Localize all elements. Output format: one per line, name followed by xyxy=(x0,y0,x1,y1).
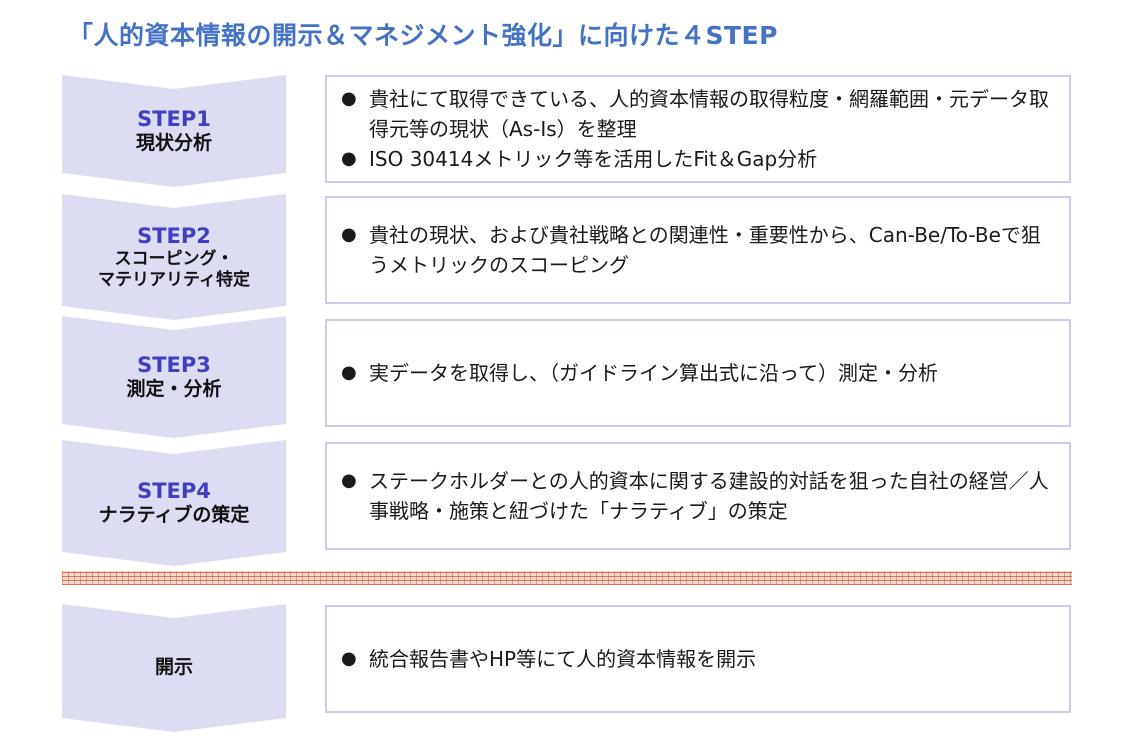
step4-bullet-1: ● ステークホルダーとの人的資本に関する建設的対話を狙った自社の経営／人事戦略・… xyxy=(341,466,1055,526)
step1-bullet-2: ● ISO 30414メトリック等を活用したFit＆Gap分析 xyxy=(341,144,1055,174)
disclosure-bullet-1-text: 統合報告書やHP等にて人的資本情報を開示 xyxy=(369,647,757,671)
step1-number: STEP1 xyxy=(137,106,211,131)
step2-bullet-1: ● 貴社の現状、および貴社戦略との関連性・重要性から、Can-Be/To-Beで… xyxy=(341,220,1055,280)
step2-description-box: ● 貴社の現状、および貴社戦略との関連性・重要性から、Can-Be/To-Beで… xyxy=(325,196,1071,304)
step2-chevron: STEP2 スコーピング・ マテリアリティ特定 xyxy=(62,194,286,320)
phase-separator-band xyxy=(62,571,1072,585)
step2-name-line1: スコーピング・ xyxy=(114,249,234,270)
step1-name: 現状分析 xyxy=(135,131,212,154)
disclosure-chevron: 開示 xyxy=(62,604,286,732)
step3-description-box: ● 実データを取得し、（ガイドライン算出式に沿って）測定・分析 xyxy=(325,319,1071,427)
step4-description-box: ● ステークホルダーとの人的資本に関する建設的対話を狙った自社の経営／人事戦略・… xyxy=(325,442,1071,550)
bullet-icon: ● xyxy=(341,648,357,669)
step1-bullet-1-text: 貴社にて取得できている、人的資本情報の取得粒度・網羅範囲・元データ取得元等の現状… xyxy=(369,87,1049,141)
step2-bullet-1-text: 貴社の現状、および貴社戦略との関連性・重要性から、Can-Be/To-Beで狙う… xyxy=(369,223,1041,277)
step1-bullet-2-text: ISO 30414メトリック等を活用したFit＆Gap分析 xyxy=(369,147,818,171)
disclosure-bullet-1: ● 統合報告書やHP等にて人的資本情報を開示 xyxy=(341,644,1055,674)
disclosure-description-box: ● 統合報告書やHP等にて人的資本情報を開示 xyxy=(325,605,1071,713)
step4-name: ナラティブの策定 xyxy=(98,503,250,526)
bullet-icon: ● xyxy=(341,148,357,169)
step3-bullet-1-text: 実データを取得し、（ガイドライン算出式に沿って）測定・分析 xyxy=(369,361,938,385)
step2-name-line2: マテリアリティ特定 xyxy=(98,269,250,290)
step1-chevron: STEP1 現状分析 xyxy=(62,75,286,187)
step1-description-box: ● 貴社にて取得できている、人的資本情報の取得粒度・網羅範囲・元データ取得元等の… xyxy=(325,75,1071,183)
bullet-icon: ● xyxy=(341,362,357,383)
step3-bullet-1: ● 実データを取得し、（ガイドライン算出式に沿って）測定・分析 xyxy=(341,358,1055,388)
bullet-icon: ● xyxy=(341,224,357,245)
step3-number: STEP3 xyxy=(137,352,211,377)
step2-number: STEP2 xyxy=(137,224,211,249)
step4-number: STEP4 xyxy=(137,478,211,503)
step3-chevron: STEP3 測定・分析 xyxy=(62,316,286,438)
step4-bullet-1-text: ステークホルダーとの人的資本に関する建設的対話を狙った自社の経営／人事戦略・施策… xyxy=(369,469,1049,523)
page-title: 「人的資本情報の開示＆マネジメント強化」に向けた４STEP xyxy=(68,21,778,50)
step4-chevron: STEP4 ナラティブの策定 xyxy=(62,440,286,566)
disclosure-name: 開示 xyxy=(154,656,193,679)
bullet-icon: ● xyxy=(341,470,357,491)
step1-bullet-1: ● 貴社にて取得できている、人的資本情報の取得粒度・網羅範囲・元データ取得元等の… xyxy=(341,84,1055,144)
bullet-icon: ● xyxy=(341,88,357,109)
step3-name: 測定・分析 xyxy=(126,377,222,400)
